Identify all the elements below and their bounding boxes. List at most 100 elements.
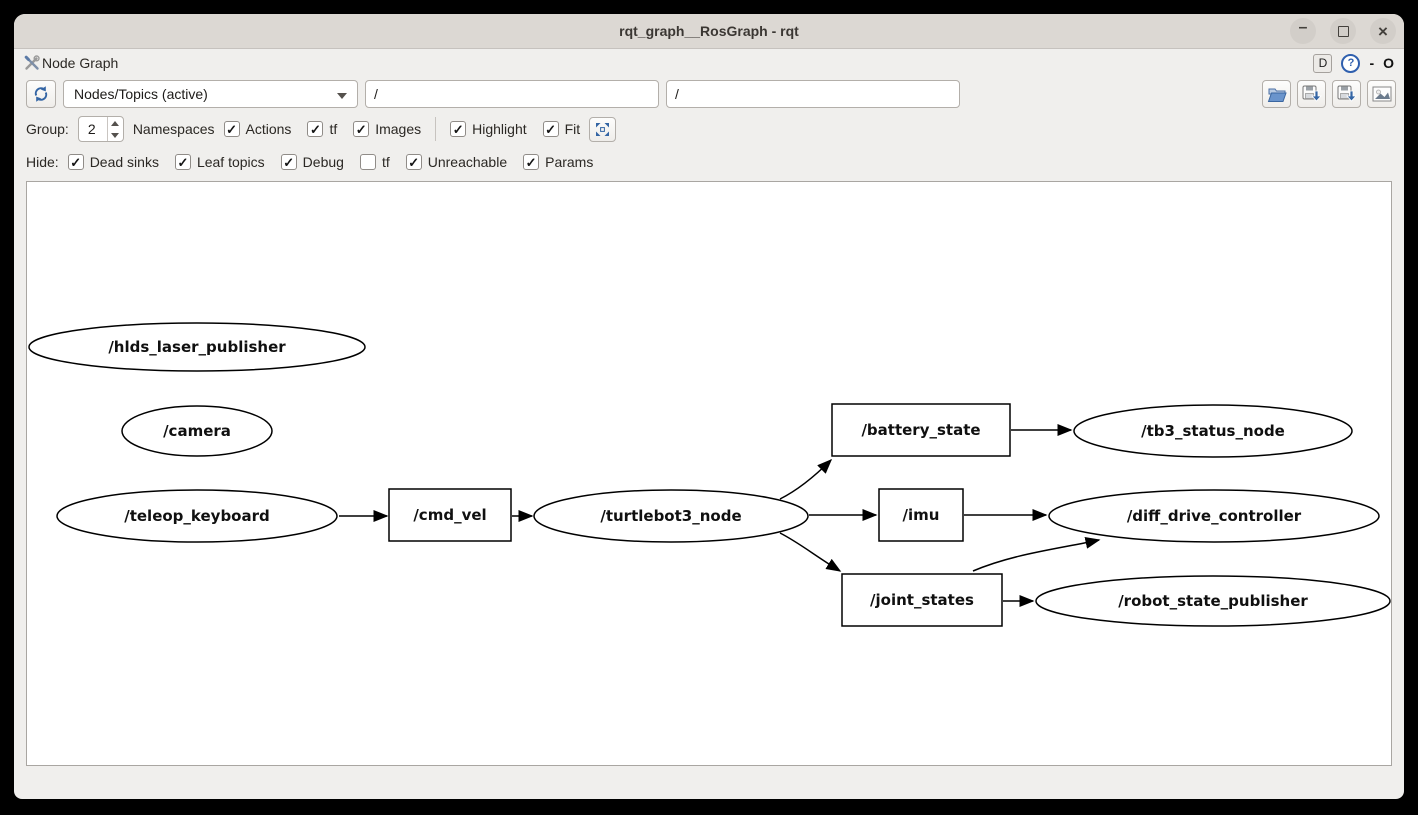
save-as-image-button[interactable] xyxy=(1367,80,1396,108)
window-controls: – × xyxy=(1290,18,1396,44)
group-label: Group: xyxy=(26,121,69,137)
topic-filter-input[interactable] xyxy=(666,80,960,108)
graph-node-joint_states: /joint_states xyxy=(841,573,1003,627)
checkbox-tf[interactable]: ✓ tf xyxy=(307,121,337,137)
checkbox-debug[interactable]: ✓ Debug xyxy=(280,154,344,170)
graph-node-label: /hlds_laser_publisher xyxy=(108,338,286,356)
graph-toolbar: Nodes/Topics (active) xyxy=(26,80,1396,108)
checkbox-checked-icon[interactable]: ✓ xyxy=(223,121,240,137)
maximize-button[interactable] xyxy=(1330,18,1356,44)
refresh-button[interactable] xyxy=(26,80,56,108)
checkbox-label: Params xyxy=(545,154,594,170)
graph-node-hlds_laser_publisher: /hlds_laser_publisher xyxy=(28,322,366,372)
open-file-button[interactable] xyxy=(1262,80,1291,108)
graph-node-label: /turtlebot3_node xyxy=(600,507,741,525)
checkbox-label: Debug xyxy=(302,154,344,170)
checkbox-dead-sinks[interactable]: ✓ Dead sinks xyxy=(67,154,159,170)
dock-minimize-button[interactable]: - xyxy=(1369,55,1375,71)
group-options-row: Group: 2 Namespaces ✓ Actions ✓ tf ✓ Images ✓… xyxy=(26,115,617,143)
graph-node-teleop_keyboard: /teleop_keyboard xyxy=(56,489,338,543)
open-file-icon xyxy=(1267,86,1287,103)
checkbox-unchecked-icon[interactable] xyxy=(359,154,376,170)
checkbox-highlight[interactable]: ✓Highlight xyxy=(450,121,527,137)
close-button[interactable]: × xyxy=(1370,18,1396,44)
group-spinbox[interactable]: 2 xyxy=(77,116,124,142)
maximize-icon xyxy=(1337,25,1349,37)
checkbox-label: Leaf topics xyxy=(196,154,265,170)
save-dot-icon xyxy=(1302,85,1322,103)
dock-titlebar: Node Graph D ? - O xyxy=(14,49,1404,77)
checkbox-checked-icon[interactable]: ✓ xyxy=(174,154,191,170)
help-icon[interactable]: ? xyxy=(1341,53,1361,73)
graph-type-combobox[interactable]: Nodes/Topics (active) xyxy=(63,80,358,108)
graph-node-label: /battery_state xyxy=(861,421,980,439)
refresh-icon xyxy=(32,85,50,103)
graph-node-cmd_vel: /cmd_vel xyxy=(388,488,512,542)
save-as-dot-button[interactable] xyxy=(1297,80,1326,108)
checkbox-checked-icon[interactable]: ✓ xyxy=(523,154,540,170)
graph-type-value: Nodes/Topics (active) xyxy=(74,86,208,102)
graph-node-battery_state: /battery_state xyxy=(831,403,1011,457)
spin-up-icon[interactable] xyxy=(108,117,123,129)
minimize-button[interactable]: – xyxy=(1290,18,1316,44)
checkbox-label: Fit xyxy=(564,121,581,137)
hide-options-row: Hide: ✓ Dead sinks ✓ Leaf topics ✓ Debug tf ✓ Un… xyxy=(26,148,593,176)
fit-in-view-button[interactable] xyxy=(589,116,617,142)
checkbox-unreachable[interactable]: ✓ Unreachable xyxy=(405,154,508,170)
graph-node-label: /teleop_keyboard xyxy=(124,507,270,525)
rqt-window: rqt_graph__RosGraph - rqt – × Node Graph… xyxy=(14,14,1404,799)
graph-edge-turtlebot3_node-to-joint_states xyxy=(779,532,842,572)
graph-edge-turtlebot3_node-to-battery_state xyxy=(779,458,833,500)
dock-d-button[interactable]: D xyxy=(1313,53,1333,73)
checkbox-images[interactable]: ✓ Images xyxy=(353,121,421,137)
right-checkbox-group: ✓Highlight✓Fit xyxy=(450,121,580,137)
checkbox-checked-icon[interactable]: ✓ xyxy=(450,121,467,137)
checkbox-tf[interactable]: tf xyxy=(359,154,390,170)
node-graph-svg[interactable]: /hlds_laser_publisher/camera/teleop_keyb… xyxy=(27,182,1391,765)
checkbox-checked-icon[interactable]: ✓ xyxy=(280,154,297,170)
window-titlebar[interactable]: rqt_graph__RosGraph - rqt – × xyxy=(14,14,1404,49)
checkbox-checked-icon[interactable]: ✓ xyxy=(405,154,422,170)
graph-node-camera: /camera xyxy=(121,405,273,457)
checkbox-checked-icon[interactable]: ✓ xyxy=(542,121,559,137)
toolbar-right-buttons xyxy=(1262,80,1396,108)
graph-node-tb3_status_node: /tb3_status_node xyxy=(1073,404,1353,458)
checkbox-checked-icon[interactable]: ✓ xyxy=(67,154,84,170)
graph-node-label: /diff_drive_controller xyxy=(1127,507,1302,525)
graph-node-label: /robot_state_publisher xyxy=(1118,592,1308,610)
checkbox-label: Actions xyxy=(245,121,292,137)
namespaces-label: Namespaces xyxy=(132,121,215,137)
graph-node-imu: /imu xyxy=(878,488,964,542)
save-as-svg-button[interactable] xyxy=(1332,80,1361,108)
window-title: rqt_graph__RosGraph - rqt xyxy=(619,23,799,39)
checkbox-checked-icon[interactable]: ✓ xyxy=(307,121,324,137)
graph-node-diff_drive_controller: /diff_drive_controller xyxy=(1048,489,1380,543)
close-icon: × xyxy=(1378,21,1388,41)
checkbox-fit[interactable]: ✓ Fit xyxy=(542,121,581,137)
toolbar-separator xyxy=(435,117,437,141)
checkbox-leaf-topics[interactable]: ✓ Leaf topics xyxy=(174,154,265,170)
hide-checkbox-group: ✓ Dead sinks ✓ Leaf topics ✓ Debug tf ✓ Unreacha… xyxy=(67,154,593,170)
graph-canvas[interactable]: /hlds_laser_publisher/camera/teleop_keyb… xyxy=(26,181,1392,766)
save-svg-icon xyxy=(1337,85,1357,103)
spin-down-icon[interactable] xyxy=(108,129,123,141)
graph-node-label: /imu xyxy=(903,506,940,524)
checkbox-label: Images xyxy=(375,121,422,137)
graph-node-robot_state_publisher: /robot_state_publisher xyxy=(1035,575,1391,627)
checkbox-label: tf xyxy=(381,154,390,170)
checkbox-params[interactable]: ✓ Params xyxy=(523,154,593,170)
left-checkbox-group: ✓ Actions ✓ tf ✓ Images xyxy=(223,121,421,137)
checkbox-label: Unreachable xyxy=(427,154,508,170)
graph-node-turtlebot3_node: /turtlebot3_node xyxy=(533,489,809,543)
graph-node-label: /cmd_vel xyxy=(413,506,486,524)
dock-float-button[interactable]: O xyxy=(1383,55,1394,71)
checkbox-label: tf xyxy=(329,121,338,137)
checkbox-actions[interactable]: ✓ Actions xyxy=(223,121,292,137)
graph-node-label: /joint_states xyxy=(870,591,974,609)
node-filter-input[interactable] xyxy=(365,80,659,108)
chevron-down-icon xyxy=(337,93,347,99)
hide-label: Hide: xyxy=(26,154,59,170)
graph-edge-joint_states-to-diff_drive_controller xyxy=(972,536,1101,572)
checkbox-label: Dead sinks xyxy=(89,154,159,170)
checkbox-checked-icon[interactable]: ✓ xyxy=(353,121,370,137)
